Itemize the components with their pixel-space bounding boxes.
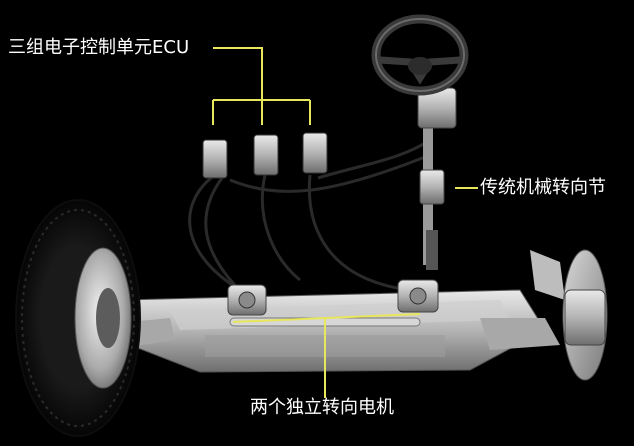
subframe xyxy=(100,289,560,373)
left-wheel xyxy=(15,199,141,437)
steering-column xyxy=(417,87,457,270)
motor-callout-line xyxy=(232,313,421,398)
wiring-harness xyxy=(188,138,431,302)
callout-mechanical-knuckle-label: 传统机械转向节 xyxy=(480,177,606,198)
ecu-units xyxy=(202,132,328,179)
callout-motors-label: 两个独立转向电机 xyxy=(250,397,394,418)
ecu-callout-line xyxy=(212,47,311,125)
callout-lines xyxy=(212,47,478,398)
steering-motor-right xyxy=(397,279,439,313)
steering-motor-left xyxy=(227,284,267,316)
right-brake-assembly xyxy=(530,249,608,381)
callout-ecu-label: 三组电子控制单元ECU xyxy=(8,37,190,58)
steering-wheel xyxy=(371,14,469,96)
